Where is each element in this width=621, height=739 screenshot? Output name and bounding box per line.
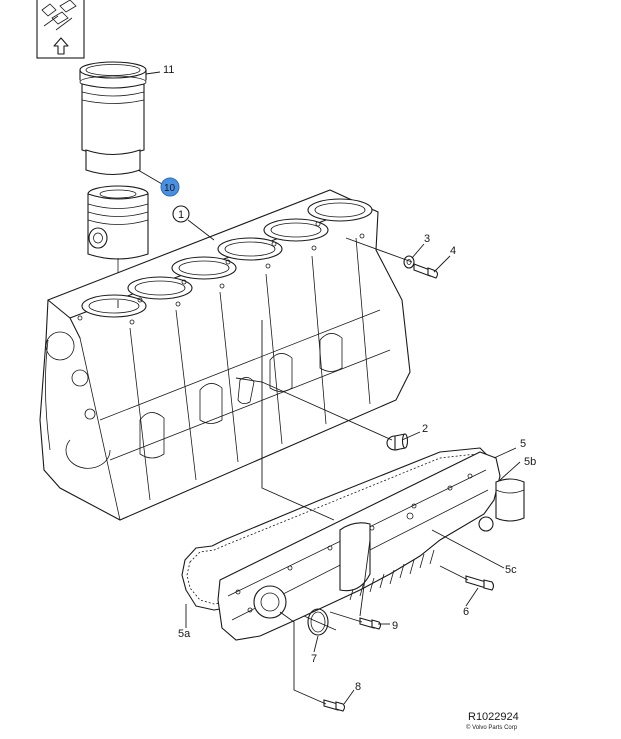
copyright-notice: © Volvo Parts Corp [466,725,518,731]
callout-8: 8 [355,681,361,693]
engine-block [39,189,411,521]
callout-5b: 5b [524,456,536,468]
bolt-8 [323,699,346,712]
bolt-4-with-washer-3 [403,255,439,279]
callout-9: 9 [392,620,398,632]
o-ring-7 [307,608,329,636]
callout-2: 2 [422,423,428,435]
callout-10[interactable]: 10 [164,183,176,194]
bolt-9 [359,617,382,630]
callout-7: 7 [311,653,317,665]
up-arrow-icon[interactable] [53,37,69,55]
callout-5: 5 [520,438,526,450]
cylinder-liner [79,61,147,176]
callout-3: 3 [424,233,430,245]
side-cover-plate [217,451,525,641]
assembly-lines [117,237,469,705]
plug-2 [386,433,409,451]
navigation-thumbnail-icon[interactable] [36,0,85,59]
callout-pointers [137,71,521,705]
callout-11: 11 [163,64,174,76]
callout-4: 4 [450,245,456,257]
bolt-6 [465,575,495,591]
piston [87,185,149,308]
reference-code: R1022924 [468,711,519,723]
callout-5c: 5c [505,564,517,576]
callout-1-circle [172,205,190,223]
callout-6: 6 [463,606,469,618]
callout-1: 1 [178,209,184,221]
callout-5a: 5a [178,628,191,640]
callout-10-highlight[interactable] [160,177,180,197]
